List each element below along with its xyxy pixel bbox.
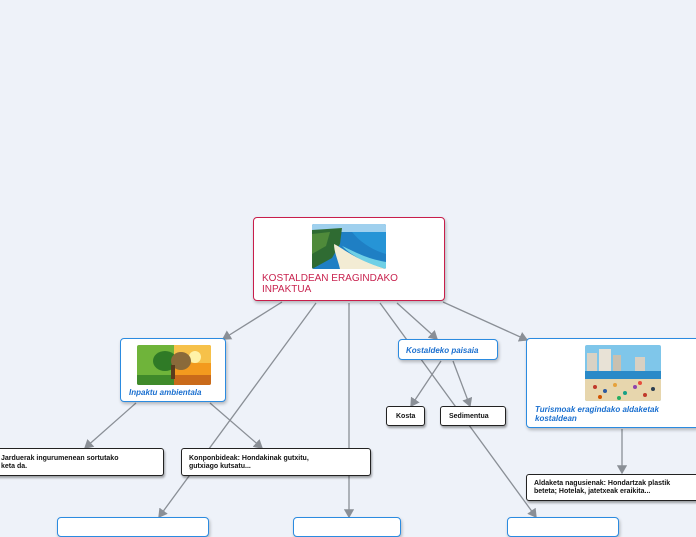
branch-turismoa[interactable]: Turismoak eragindako aldaketak kostaldea… [526,338,696,428]
branch-inpaktu-ambientala[interactable]: Inpaktu ambientala [120,338,226,402]
inpaktu-label: Inpaktu ambientala [129,388,202,397]
leaf-sedimentua[interactable]: Sedimentua [440,406,506,426]
sedimentua-label: Sedimentua [449,413,489,420]
leaf-kosta[interactable]: Kosta [386,406,425,426]
edge-inpaktu-jarduerak [84,402,137,449]
edge-root-bottom-left [158,302,317,519]
aldaketa-line2: beteta; Hotelak, jatetxeak eraikita... [534,488,651,495]
edge-paisaia-kosta [410,360,442,408]
aldaketa-line1: Aldaketa nagusienak: Hondartzak plastik [534,480,671,487]
konponbideak-line1: Konponbideak: Hondakinak gutxitu, [189,455,309,462]
beach-coast-image [312,224,386,269]
leaf-jarduerak[interactable]: Jarduerak ingurumenean sortutako keta da… [0,448,164,476]
connector-lines [84,301,628,519]
edge-root-turismoa [442,301,529,342]
edge-inpaktu-konponbideak [209,402,263,449]
jarduerak-line2: keta da. [1,463,28,470]
leaf-aldaketa[interactable]: Aldaketa nagusienak: Hondartzak plastik … [526,474,696,501]
leaf-konponbideak[interactable]: Konponbideak: Hondakinak gutxitu, gutxia… [181,448,371,476]
edge-root-paisaia [396,302,438,340]
branch-bottom-right[interactable] [507,517,619,537]
edge-root-inpaktu [221,301,283,340]
kosta-label: Kosta [396,413,416,420]
edge-paisaia-sedimentua [452,360,473,408]
branch-kostaldeko-paisaia[interactable]: Kostaldeko paisaia [398,339,498,360]
nature-contrast-image [137,345,211,385]
crowded-beach-image [585,345,661,401]
turismoa-label: Turismoak eragindako aldaketak kostaldea… [535,405,659,423]
branch-bottom-center[interactable] [293,517,401,537]
root-node[interactable]: KOSTALDEAN ERAGINDAKO INPAKTUA [253,217,445,301]
paisaia-label: Kostaldeko paisaia [406,346,479,355]
jarduerak-line1: Jarduerak ingurumenean sortutako [1,455,119,462]
konponbideak-line2: gutxiago kutsatu... [189,463,251,470]
branch-bottom-left[interactable] [57,517,209,537]
root-title: KOSTALDEAN ERAGINDAKO INPAKTUA [262,273,398,295]
